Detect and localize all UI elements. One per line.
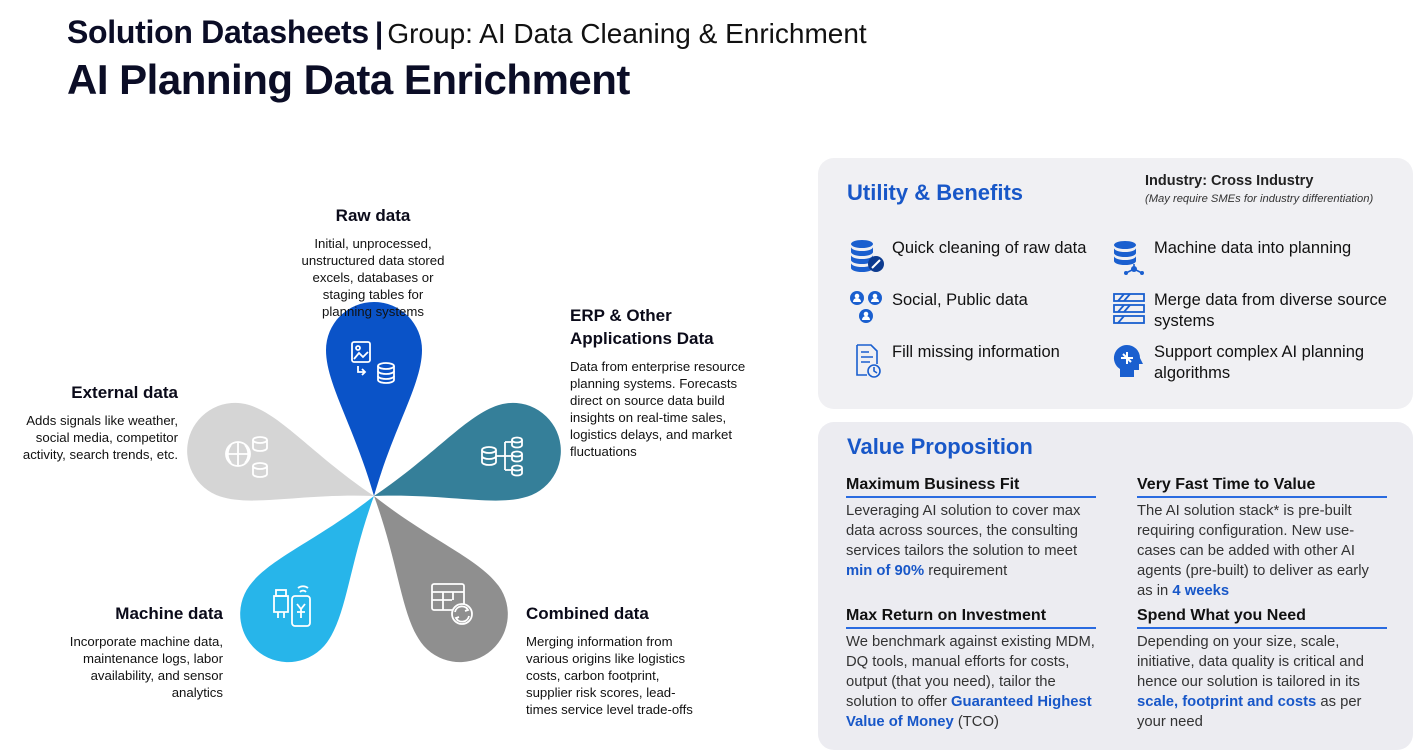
external-data-label: External data Adds signals like weather,…	[10, 381, 178, 463]
external-data-desc: Adds signals like weather, social media,…	[22, 413, 178, 462]
value-block-text: We benchmark against existing MDM, DQ to…	[846, 634, 1095, 730]
combined-data-label: Combined data Merging information from v…	[526, 602, 711, 718]
benefit-fill-missing: Fill missing information	[848, 342, 1088, 380]
raw-data-title: Raw data	[335, 206, 411, 225]
benefit-label: Social, Public data	[892, 291, 1028, 309]
erp-data-desc: Data from enterprise resource planning s…	[570, 359, 746, 459]
benefit-ai-algorithms: Support complex AI planning algorithms	[1110, 342, 1400, 384]
globe-database-icon	[225, 436, 268, 478]
industry-note: (May require SMEs for industry different…	[1145, 193, 1374, 205]
benefit-label: Machine data into planning	[1154, 239, 1352, 257]
value-block-spend: Spend What you Need Depending on your si…	[1137, 607, 1387, 732]
benefit-label: Fill missing information	[892, 343, 1060, 361]
page-header: Solution Datasheets|Group: AI Data Clean…	[67, 14, 867, 51]
utility-card	[818, 158, 1413, 409]
value-block-title: Spend What you Need	[1137, 607, 1387, 629]
machine-data-desc: Incorporate machine data, maintenance lo…	[69, 634, 223, 700]
value-highlight: scale, footprint and costs	[1137, 694, 1317, 710]
raw-data-label: Raw data Initial, unprocessed, unstructu…	[298, 204, 448, 320]
machine-data-title: Machine data	[115, 604, 223, 623]
benefit-machine-data: Machine data into planning	[1110, 238, 1400, 276]
value-block-title: Maximum Business Fit	[846, 476, 1096, 498]
group-label: Group: AI Data Cleaning & Enrichment	[387, 18, 867, 49]
benefit-quick-cleaning: Quick cleaning of raw data	[848, 238, 1088, 276]
value-block-text: Leveraging AI solution to cover max data…	[846, 503, 1081, 579]
people-group-icon	[850, 291, 882, 323]
industry-info: Industry: Cross Industry (May require SM…	[1145, 173, 1405, 207]
value-block-time-to-value: Very Fast Time to Value The AI solution …	[1137, 476, 1387, 601]
petal-raw-data	[326, 302, 422, 496]
database-network-icon	[1114, 241, 1144, 275]
page-title: Solution Datasheets	[67, 14, 369, 50]
raw-data-desc: Initial, unprocessed, unstructured data …	[301, 236, 445, 319]
utility-title: Utility & Benefits	[847, 180, 1024, 205]
value-highlight: 4 weeks	[1168, 583, 1230, 599]
table-sync-icon	[431, 583, 473, 625]
combined-data-title: Combined data	[526, 604, 649, 623]
erp-data-label: ERP & Other Applications Data Data from …	[570, 304, 770, 460]
machine-data-label: Machine data Incorporate machine data, m…	[40, 602, 223, 701]
value-block-text: Depending on your size, scale, initiativ…	[1137, 634, 1364, 730]
value-block-business-fit: Maximum Business Fit Leveraging AI solut…	[846, 476, 1096, 581]
benefit-label: Merge data from diverse source systems	[1154, 291, 1387, 330]
erp-data-title: ERP & Other Applications Data	[570, 306, 714, 348]
database-flow-icon	[481, 436, 523, 477]
merge-layers-icon	[1113, 293, 1145, 324]
database-clean-icon	[851, 240, 884, 272]
value-card	[818, 422, 1413, 750]
benefit-label: Support complex AI planning algorithms	[1154, 343, 1365, 382]
external-data-title: External data	[71, 383, 178, 402]
page-subtitle: AI Planning Data Enrichment	[67, 56, 630, 103]
industry-label: Industry: Cross Industry	[1145, 173, 1314, 189]
ai-head-icon	[1113, 344, 1143, 377]
machine-signal-icon	[273, 585, 311, 627]
benefit-label: Quick cleaning of raw data	[892, 239, 1087, 257]
value-highlight: min of 90%	[846, 563, 925, 579]
benefit-social-data: Social, Public data	[848, 290, 1088, 328]
benefit-merge-data: Merge data from diverse source systems	[1110, 290, 1400, 332]
combined-data-desc: Merging information from various origins…	[526, 634, 693, 717]
document-fill-icon	[856, 344, 881, 378]
title-separator: |	[374, 17, 384, 50]
value-title: Value Proposition	[847, 434, 1033, 459]
value-block-title: Max Return on Investment	[846, 607, 1096, 629]
value-block-roi: Max Return on Investment We benchmark ag…	[846, 607, 1096, 732]
value-block-text: The AI solution stack* is pre-built requ…	[1137, 503, 1369, 599]
value-block-title: Very Fast Time to Value	[1137, 476, 1387, 498]
value-highlight: Guaranteed Highest Value of Money	[846, 694, 1092, 730]
image-database-icon	[351, 341, 395, 384]
